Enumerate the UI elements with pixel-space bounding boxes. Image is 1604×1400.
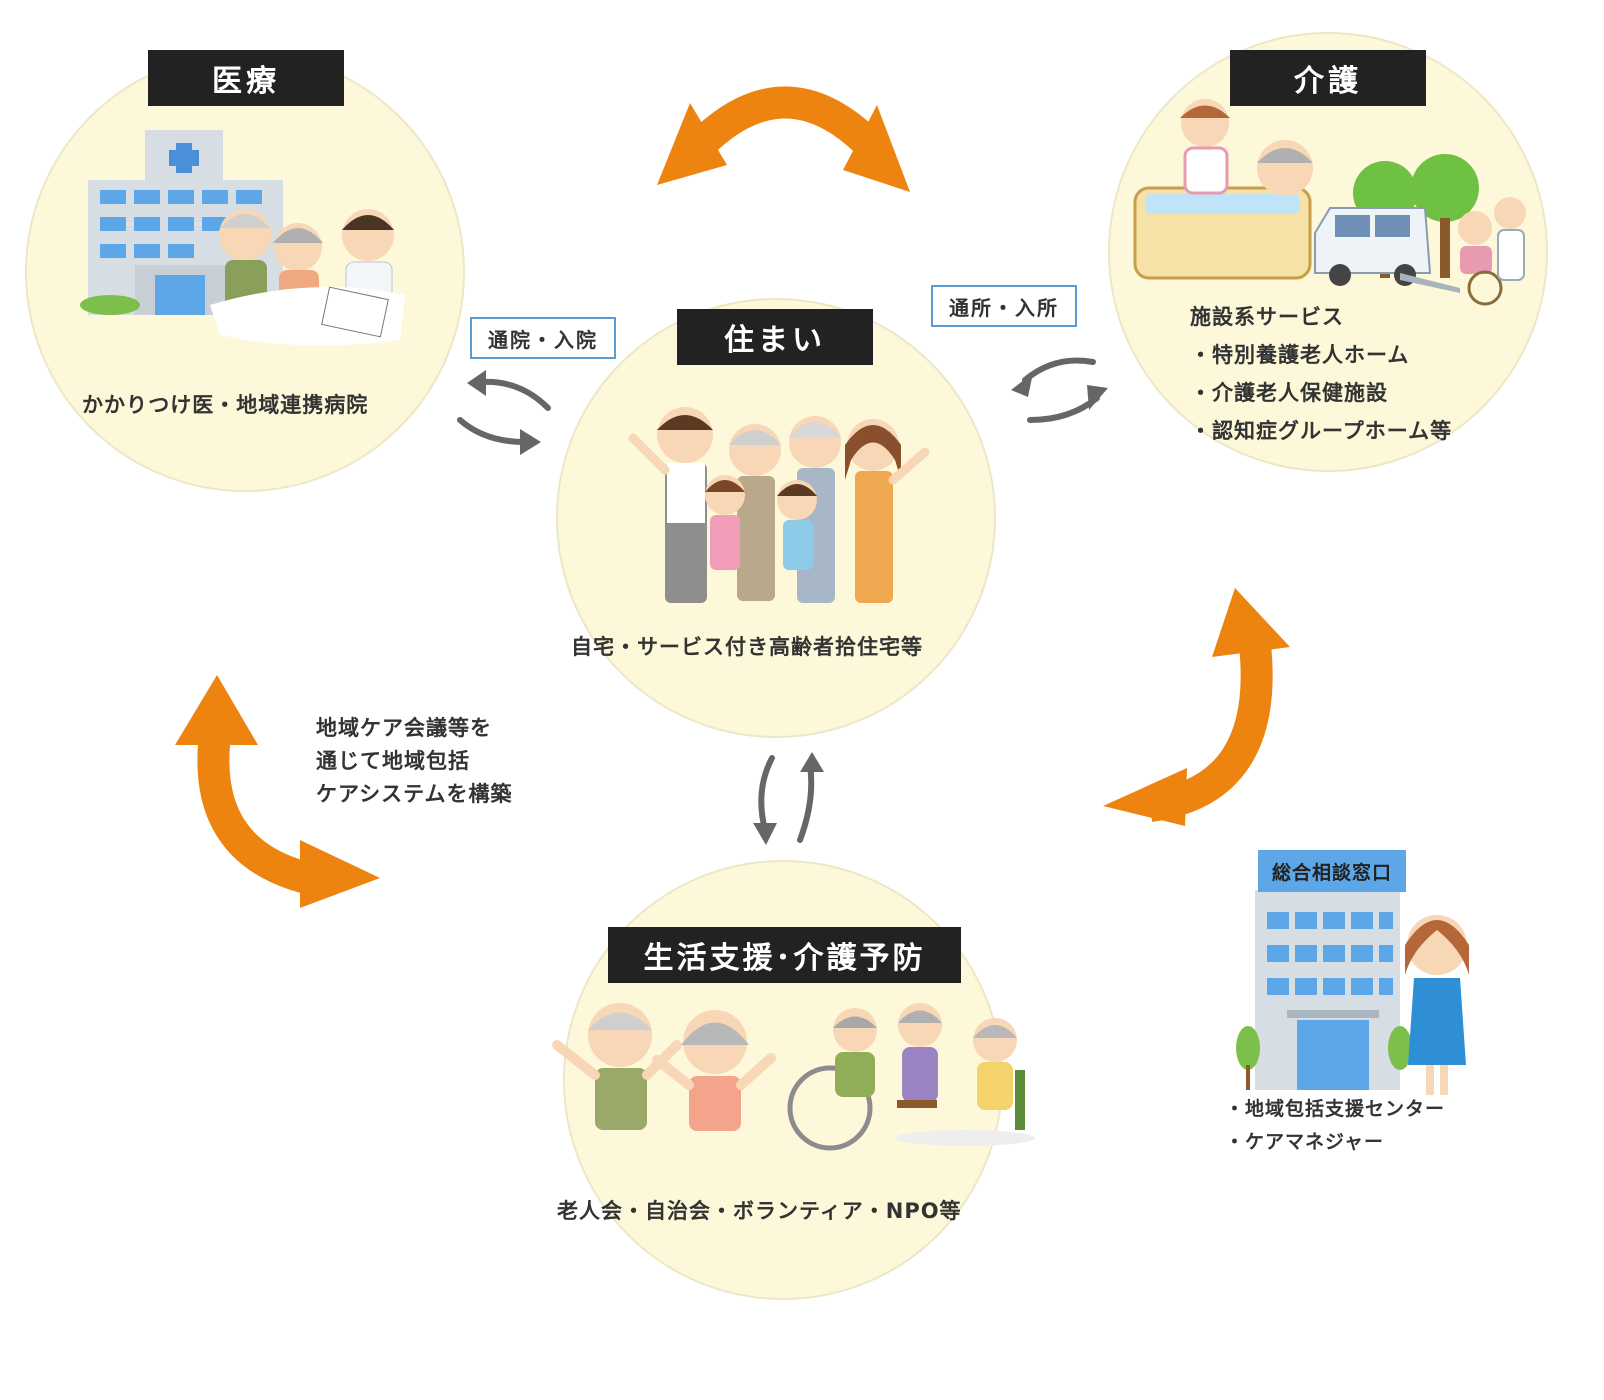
big-arrow-left-head-up: [175, 675, 258, 745]
small-arrow-medical-2-head: [520, 429, 541, 455]
support-title: 生活支援･介護予防: [608, 927, 961, 983]
hospital-illustration: [80, 130, 405, 346]
small-arrow-support-1-head: [753, 823, 777, 845]
consultation-illustration: [1236, 890, 1469, 1095]
care-service-item: ・認知症グループホーム等: [1190, 419, 1453, 443]
small-arrow-care-2: [1027, 395, 1100, 423]
small-arrow-care-2-head: [1087, 385, 1108, 410]
community-care-note: 地域ケア会議等を 通じて地域包括 ケアシステムを構築: [316, 712, 513, 811]
medical-caption: かかりつけ医・地域連携病院: [82, 393, 369, 417]
small-arrow-support-2: [797, 762, 815, 843]
care-title: 介護: [1230, 50, 1426, 106]
consultation-item: ・地域包括支援センター: [1225, 1098, 1446, 1120]
care-services-heading: 施設系サービス: [1190, 305, 1344, 329]
small-arrow-care-1: [1022, 357, 1096, 383]
seniors-illustration: [552, 1003, 1035, 1151]
housing-circle: [556, 298, 996, 738]
family-illustration: [628, 407, 930, 603]
consultation-list: ・地域包括支援センター ・ケアマネジャー: [1225, 1093, 1445, 1159]
big-arrow-right-head-up: [1212, 588, 1290, 657]
small-arrow-care-1-head: [1011, 373, 1033, 397]
community-care-note-line: 地域ケア会議等を: [316, 716, 492, 740]
consultation-item: ・ケアマネジャー: [1225, 1131, 1385, 1153]
support-caption: 老人会・自治会・ボランティア・NPO等: [557, 1199, 962, 1223]
small-arrow-medical-2: [457, 417, 528, 445]
care-service-item: ・特別養護老人ホーム: [1190, 343, 1410, 367]
care-service-item: ・介護老人保健施設: [1190, 381, 1388, 405]
small-arrow-support-1: [758, 755, 775, 833]
housing-title: 住まい: [677, 309, 873, 365]
small-arrow-support-2-head: [800, 752, 824, 772]
small-arrow-medical-1: [479, 378, 551, 411]
big-arrow-left-path: [197, 733, 329, 898]
big-arrow-right-head-left: [1103, 768, 1187, 826]
medical-title: 医療: [148, 50, 344, 106]
big-arrow-top-head-left: [657, 103, 727, 185]
big-arrow-top-path: [688, 86, 882, 157]
hospital-visit-tag: 通院・入院: [470, 317, 616, 359]
housing-caption: 自宅・サービス付き高齢者拾住宅等: [571, 635, 923, 659]
consultation-sign: 総合相談窓口: [1258, 850, 1406, 892]
care-illustration: [1133, 99, 1526, 306]
small-arrow-medical-1-head: [467, 370, 486, 396]
big-arrow-left-head-right: [300, 840, 380, 908]
community-care-note-line: ケアシステムを構築: [316, 782, 513, 806]
facility-visit-tag: 通所・入所: [931, 285, 1077, 327]
big-arrow-top-head-right: [843, 105, 910, 192]
care-services-list: 施設系サービス ・特別養護老人ホーム ・介護老人保健施設 ・認知症グループホーム…: [1190, 298, 1452, 450]
community-care-note-line: 通じて地域包括: [316, 749, 470, 773]
